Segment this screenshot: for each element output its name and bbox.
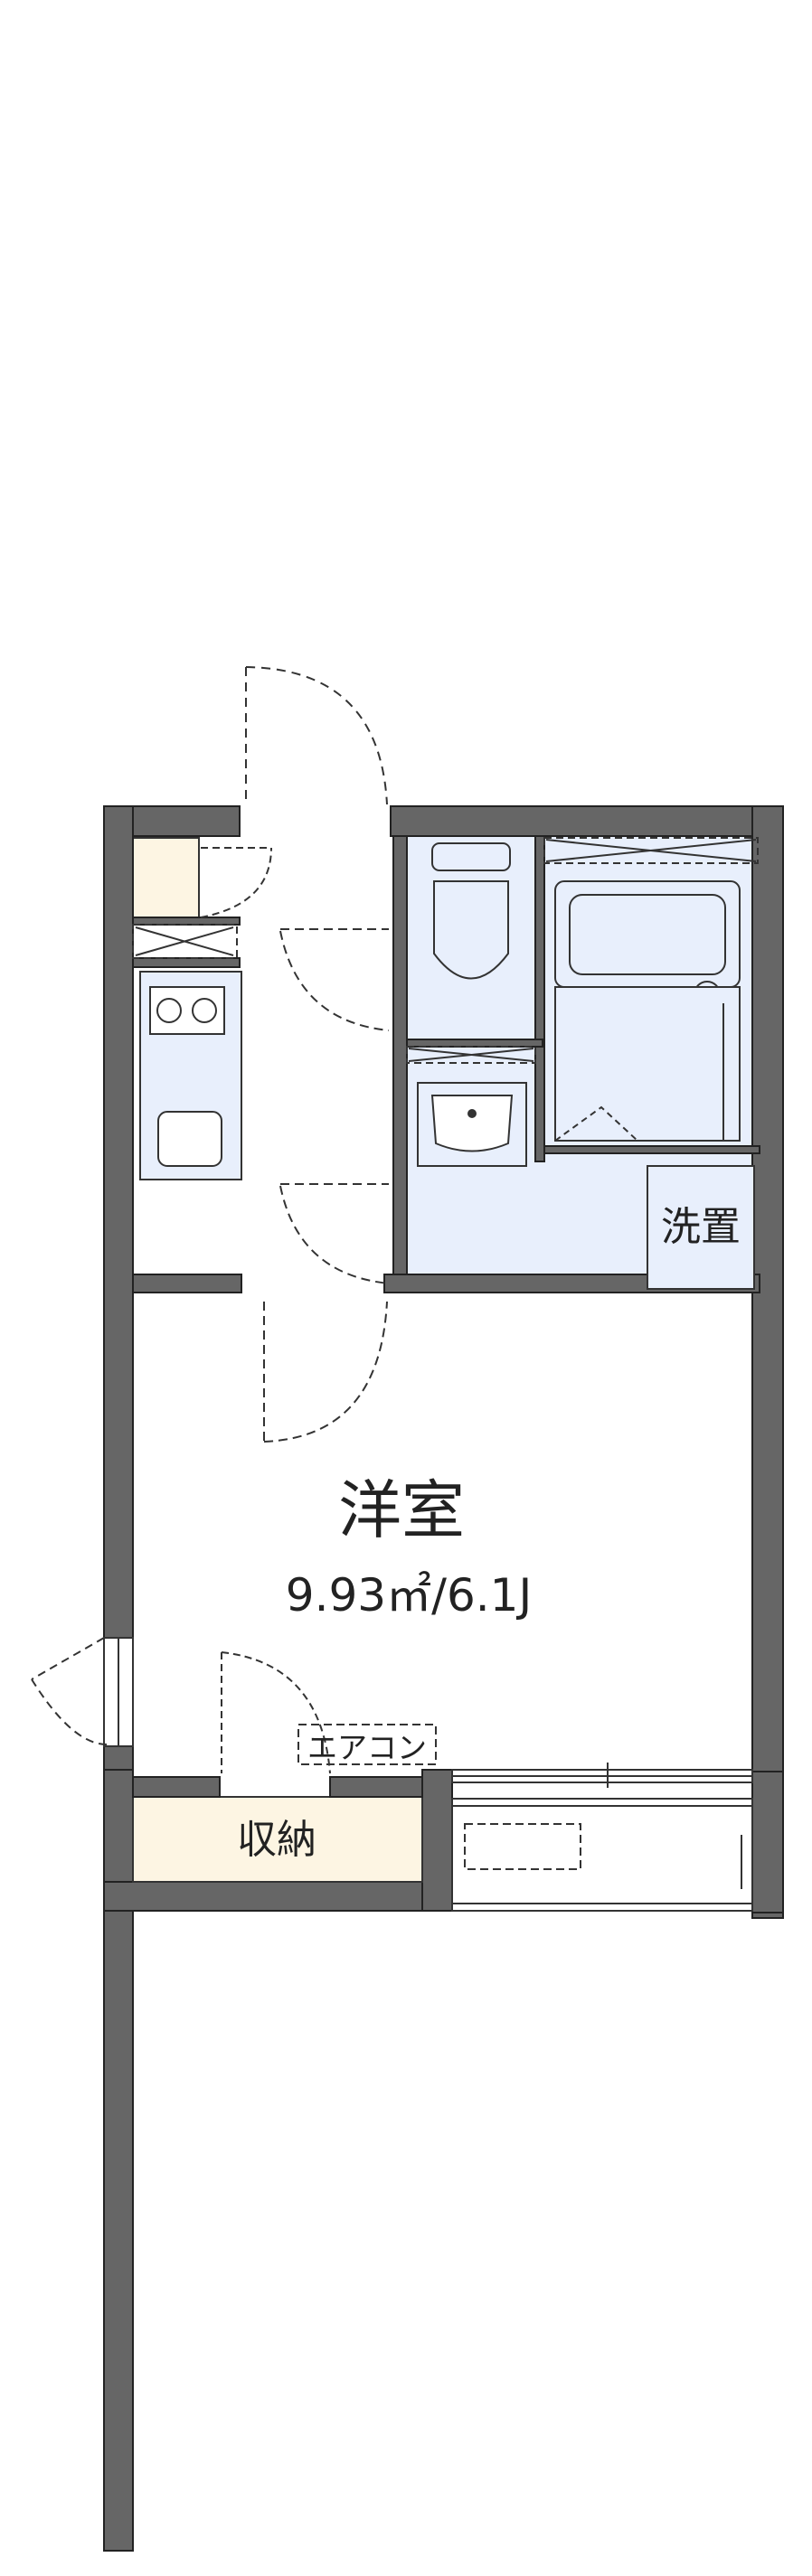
aircon-label: エアコン <box>307 1730 427 1765</box>
cupboard-washroom <box>406 1046 536 1064</box>
cupboard-upper <box>132 924 238 959</box>
shoe-closet-door <box>200 847 272 918</box>
toilet-tank <box>431 842 511 871</box>
room-area: 9.93㎡/6.1J <box>286 1569 532 1622</box>
toilet-door <box>279 928 390 1031</box>
laundry-label: 洗置 <box>661 1204 741 1250</box>
storage-label: 収納 <box>237 1817 316 1863</box>
room-door <box>263 1301 388 1443</box>
storage-floor <box>132 1796 423 1883</box>
stove <box>149 986 225 1035</box>
room-name: 洋室 <box>338 1473 465 1547</box>
kitchen-sink <box>157 1111 222 1167</box>
kitchen-door-lower <box>279 1183 390 1284</box>
bath-ceiling-box <box>543 837 759 864</box>
toilet-bowl <box>433 880 509 980</box>
left-window-swing <box>31 1637 108 1745</box>
balcony-window <box>451 1763 753 1788</box>
shoe-box <box>132 837 200 918</box>
entrance-door <box>245 666 388 805</box>
balcony <box>451 1798 753 1912</box>
laundry-space <box>647 1165 755 1290</box>
aircon-unit <box>297 1724 437 1765</box>
storage-door <box>221 1651 331 1774</box>
